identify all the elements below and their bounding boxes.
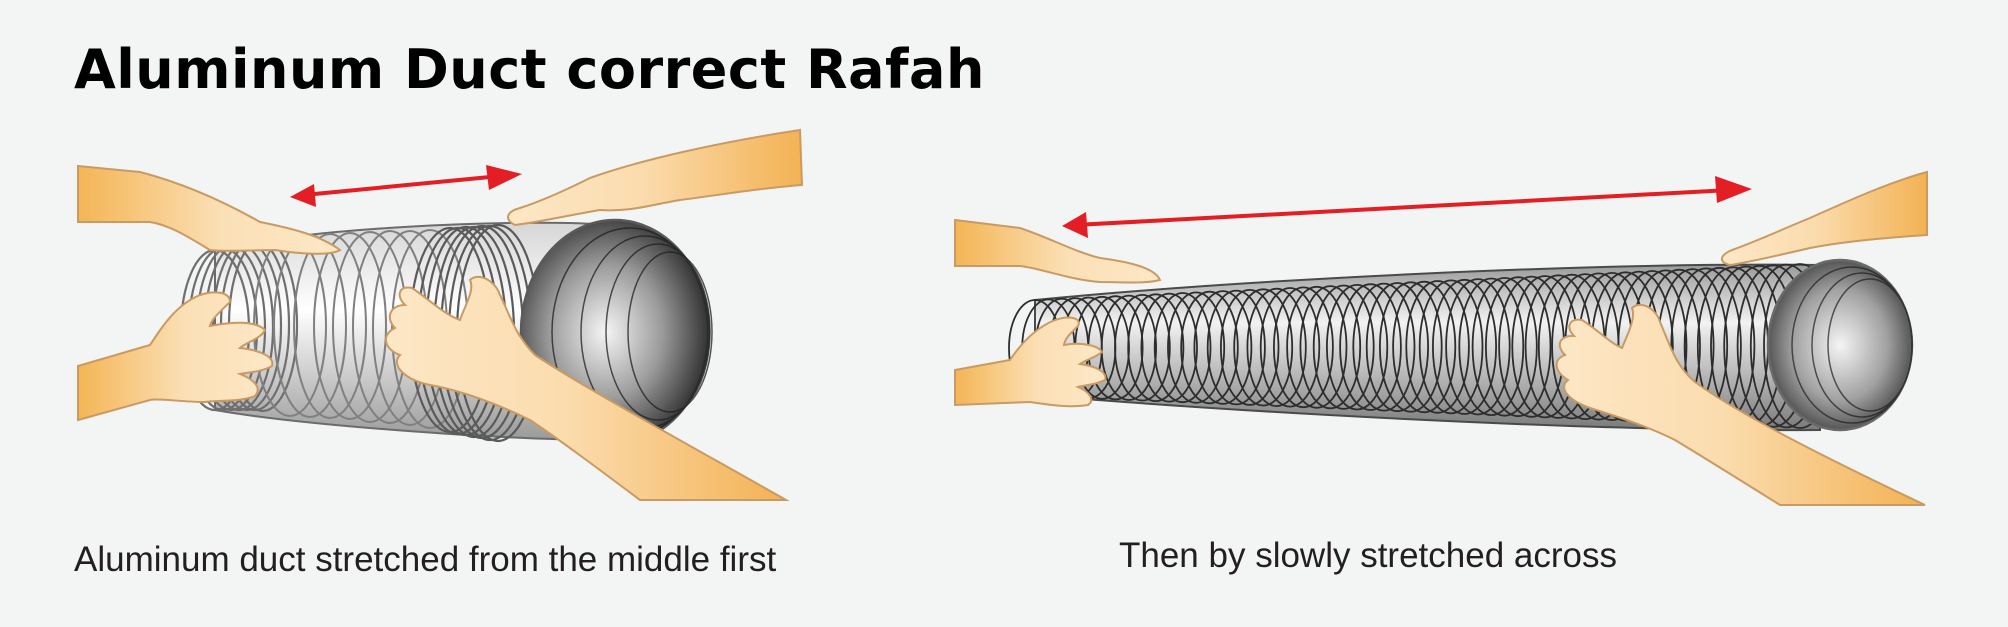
hand-bottom-left-2	[954, 316, 1107, 408]
hand-top-right	[507, 128, 804, 227]
page-title: Aluminum Duct correct Rafah	[74, 38, 985, 101]
hand-top-left	[77, 164, 342, 255]
hand-bottom-right-2	[1555, 303, 1926, 506]
illustration-stretch-middle	[77, 128, 804, 501]
hand-bottom-right	[385, 275, 790, 501]
hand-top-right-2	[1721, 170, 1928, 267]
hand-bottom-left	[77, 291, 274, 422]
stretch-arrow-left	[290, 165, 522, 207]
panel-stretch-middle	[0, 0, 1000, 627]
caption-stretch-middle: Aluminum duct stretched from the middle …	[74, 540, 777, 579]
hand-top-left-2	[954, 218, 1162, 284]
stretch-arrow-right	[1062, 176, 1752, 238]
illustration-stretch-across	[954, 170, 1928, 506]
panel-stretch-across	[940, 0, 2008, 627]
duct-right	[1008, 258, 1914, 432]
caption-stretch-across: Then by slowly stretched across	[1119, 536, 1617, 575]
